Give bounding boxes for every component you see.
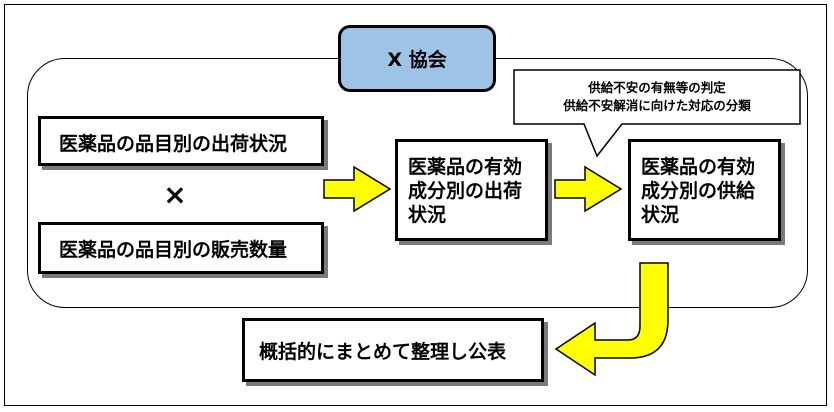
sales-volume-label: 医薬品の品目別の販売数量 (59, 239, 288, 261)
multiply-symbol: × (163, 178, 187, 211)
ingredient-shipment-line-1: 医薬品の有効 (408, 156, 523, 178)
ingredient-supply-line-1: 医薬品の有効 (641, 156, 756, 178)
publication-box: 概括的にまとめて整理し公表 (242, 318, 544, 382)
publication-label: 概括的にまとめて整理し公表 (259, 341, 507, 363)
arrow-to-middle (323, 165, 392, 213)
ingredient-shipment-line-3: 状況 (408, 203, 447, 226)
arrow-to-output (554, 262, 669, 377)
shipment-status-label: 医薬品の品目別の出荷状況 (59, 133, 288, 155)
callout-line-2: 供給不安解消に向けた対応の分類 (563, 98, 751, 113)
shipment-status-box: 医薬品の品目別の出荷状況 (38, 116, 324, 166)
x-association-box: X 協会 (338, 25, 496, 92)
x-association-label: X 協会 (387, 49, 447, 71)
ingredient-shipment-box: 医薬品の有効 成分別の出荷 状況 (395, 139, 548, 241)
ingredient-supply-box: 医薬品の有効 成分別の供給 状況 (628, 139, 781, 241)
ingredient-shipment-line-2: 成分別の出荷 (408, 179, 523, 202)
callout-line-1: 供給不安の有無等の判定 (588, 79, 726, 95)
ingredient-supply-line-2: 成分別の供給 (641, 179, 756, 202)
callout-bubble (513, 69, 801, 158)
ingredient-supply-line-3: 状況 (641, 203, 680, 226)
sales-volume-box: 医薬品の品目別の販売数量 (38, 222, 324, 274)
callout-text: 供給不安の有無等の判定 供給不安解消に向けた対応の分類 (514, 70, 800, 124)
arrow-to-right (554, 165, 623, 213)
figure-frame (4, 4, 827, 406)
